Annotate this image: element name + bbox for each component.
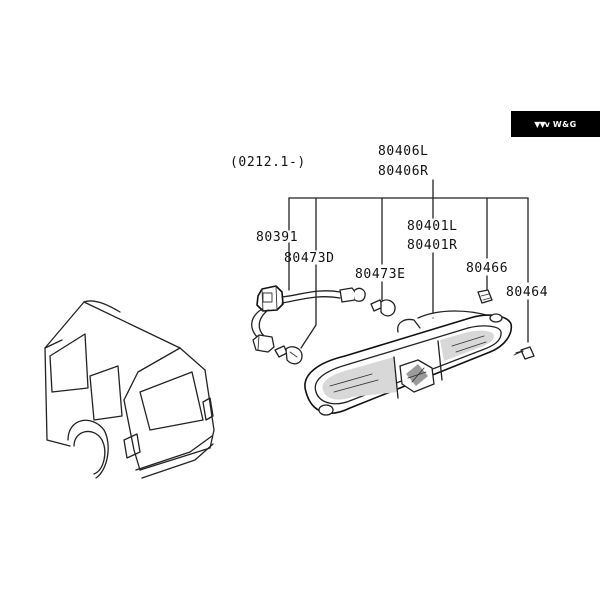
bulb-e-label: 80473E — [355, 267, 406, 282]
assembly-right-label: 80406R — [378, 164, 429, 179]
socket-harness — [251, 285, 366, 353]
vehicle-outline — [44, 300, 215, 479]
screw — [513, 346, 535, 360]
bulb-e — [370, 299, 396, 317]
date-code-label: (0212.1-) — [230, 155, 306, 170]
bulb-d-label: 80473D — [284, 251, 335, 266]
leader-lines — [288, 179, 529, 349]
brand-logo-text: W&G — [552, 119, 577, 129]
clip-label: 80466 — [466, 261, 508, 276]
lamp-assembly — [304, 310, 513, 416]
brand-logo-mark: ▼▼v — [534, 119, 550, 129]
screw-label: 80464 — [506, 285, 548, 300]
lens-left-label: 80401L — [407, 219, 458, 234]
brand-logo: ▼▼v W&G — [511, 111, 600, 137]
bulb-d — [274, 345, 303, 365]
assembly-left-label: 80406L — [378, 144, 429, 159]
clip — [477, 289, 493, 304]
lens-right-label: 80401R — [407, 238, 458, 253]
socket-harness-label: 80391 — [256, 230, 298, 245]
